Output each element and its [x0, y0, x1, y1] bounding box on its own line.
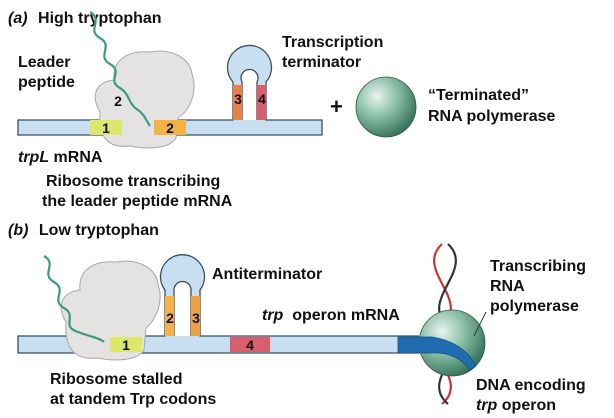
ribosome-stalled-label-1: Ribosome stalled: [50, 371, 182, 388]
svg-text:(a) High tryptophan: (a) High tryptophan: [8, 10, 162, 27]
panel-a-title: High tryptophan: [38, 10, 162, 27]
panel-b-region-1-label: 1: [122, 337, 130, 353]
panel-a-terminator-loop: [240, 68, 259, 120]
panel-a-region-4-label: 4: [258, 91, 266, 107]
panel-b-letter: (b): [8, 222, 28, 239]
panel-b-region-3: [191, 296, 200, 336]
panel-a-region-3: [233, 85, 242, 120]
terminated-label-1: “Terminated”: [428, 87, 529, 104]
panel-a-region-2: [154, 120, 186, 135]
trp-operon-mrna-segment: [397, 336, 477, 371]
panel-b-mrna-strand: [17, 254, 419, 354]
panel-a-ribosome-number: 2: [114, 93, 122, 109]
leader-peptide-label-2: peptide: [18, 74, 75, 91]
panel-a-region-1-label: 1: [102, 120, 110, 136]
ribosome-transcribing-label-2: the leader peptide mRNA: [42, 193, 233, 210]
antiterminator-label: Antiterminator: [212, 266, 322, 283]
dna-encoding-label-1: DNA encoding: [476, 377, 586, 394]
svg-text:(b) Low tryptophan: (b) Low tryptophan: [8, 222, 159, 239]
ribosome-transcribing-label-1: Ribosome transcribing: [46, 173, 220, 190]
transcription-terminator-label-1: Transcription: [282, 34, 383, 51]
plus-sign: +: [330, 94, 343, 119]
panel-b-region-3-label: 3: [192, 310, 200, 326]
panel-b-region-4: [230, 337, 270, 352]
transcribing-label-1: Transcribing: [490, 258, 586, 275]
panel-a-region-4: [257, 85, 266, 120]
panel-b-region-2-label: 2: [166, 310, 174, 326]
terminated-polymerase: [355, 76, 417, 138]
panel-a: (a) High tryptophan 2 1 2 3 4 Leader pep…: [8, 10, 556, 210]
transcription-terminator-label-2: terminator: [282, 54, 361, 71]
terminated-label-2: RNA polymerase: [428, 108, 556, 125]
transcribing-label-2: RNA: [490, 278, 525, 295]
panel-b-region-4-label: 4: [246, 337, 254, 353]
trp-operon-mrna-label: trp operon mRNA: [262, 307, 400, 324]
panel-a-region-3-label: 3: [234, 91, 242, 107]
panel-a-region-1: [90, 120, 122, 135]
panel-b-region-1: [110, 337, 142, 352]
transcribing-polymerase-pointer: [473, 311, 487, 337]
dna-encoding-label-2: trp operon: [476, 397, 556, 414]
leader-peptide-label-1: Leader: [18, 54, 70, 71]
panel-a-leader-peptide: [89, 11, 151, 127]
panel-a-region-2-label: 2: [166, 120, 174, 136]
panel-b-title: Low tryptophan: [39, 222, 159, 239]
panel-b-antiterminator-loop: [173, 280, 192, 336]
panel-b: (b) Low tryptophan 1 2 3 4 Antiterm: [8, 222, 586, 414]
ribosome-stalled-label-2: at tandem Trp codons: [50, 391, 216, 408]
panel-b-region-2: [165, 296, 174, 336]
panel-a-letter: (a): [8, 10, 28, 27]
transcribing-label-3: polymerase: [490, 298, 579, 315]
trpl-mrna-label: trpL mRNA: [18, 149, 103, 166]
panel-b-leader-peptide: [43, 255, 105, 343]
